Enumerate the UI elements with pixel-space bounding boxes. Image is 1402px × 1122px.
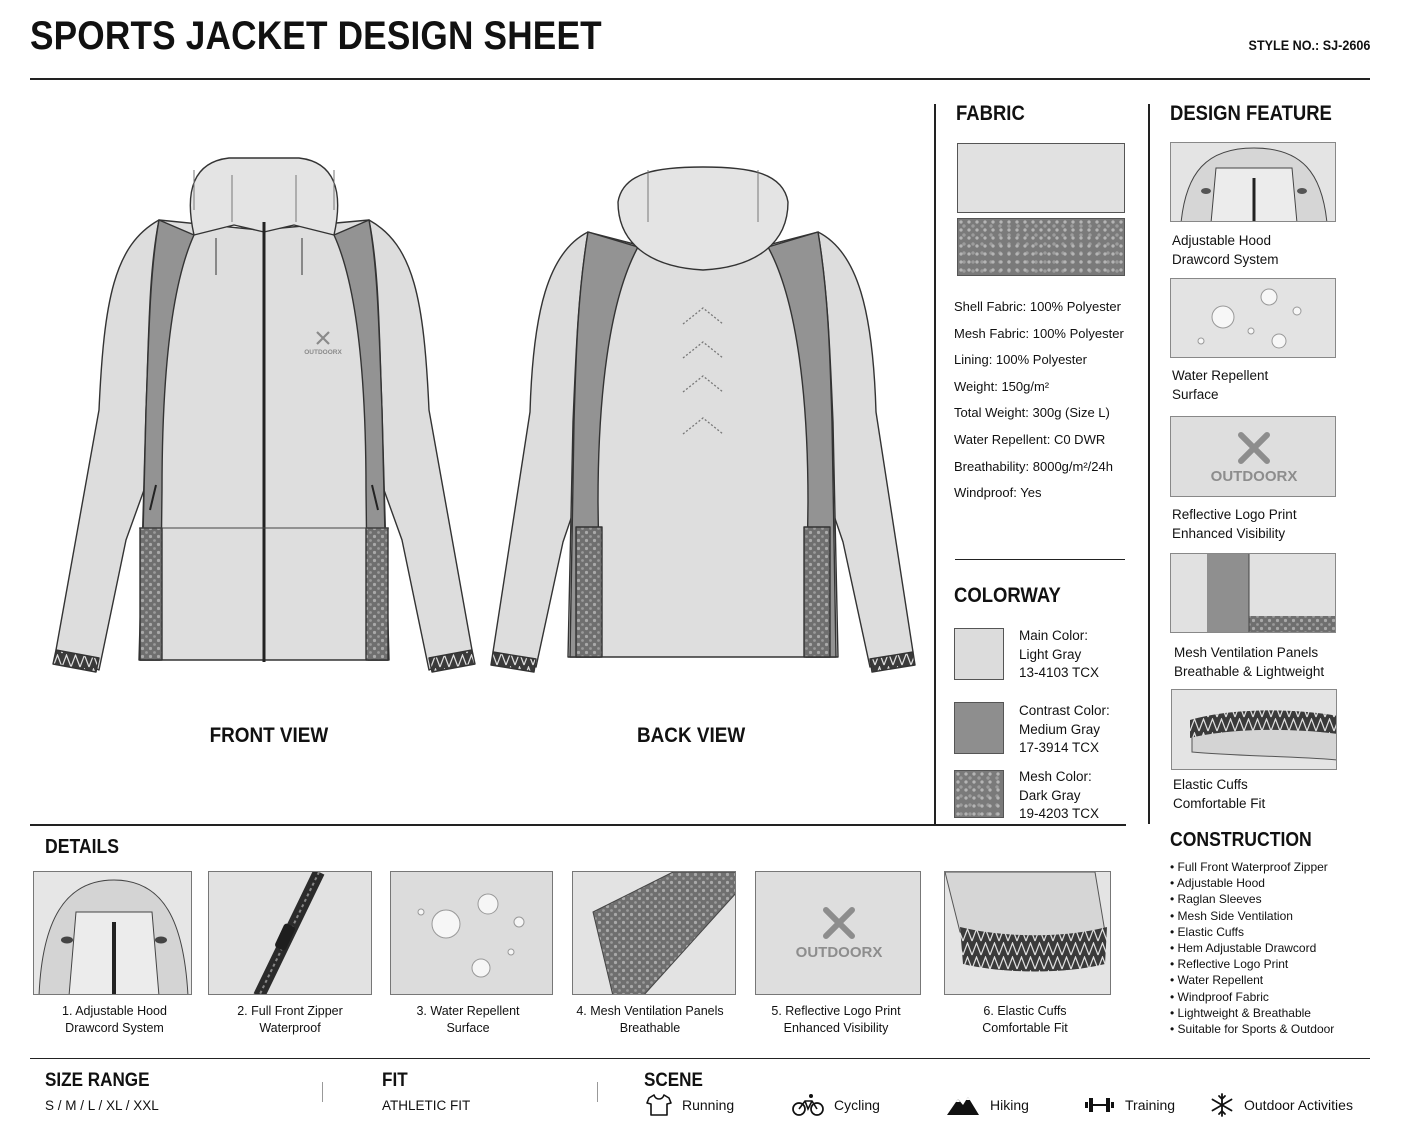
back-view-illustration xyxy=(490,166,916,673)
scene-label: Training xyxy=(1125,1097,1176,1113)
feature-logo-text: OUTDOORX xyxy=(1211,468,1298,485)
size-range-value: S / M / L / XL / XXL xyxy=(45,1098,159,1113)
contrast-color-text: Contrast Color: Medium Gray 17-3914 TCX xyxy=(1019,703,1110,755)
scene-title: SCENE xyxy=(644,1070,703,1091)
scene-label: Cycling xyxy=(834,1097,880,1113)
mesh-color-text: Mesh Color: Dark Gray 19-4203 TCX xyxy=(1019,769,1100,821)
construction-item: • Hem Adjustable Drawcord xyxy=(1170,941,1317,956)
detail-logo-image: OUTDOORX xyxy=(755,871,921,995)
fabric-spec: Lining: 100% Polyester xyxy=(954,352,1087,368)
tshirt-icon xyxy=(646,1094,672,1116)
shell-fabric-swatch xyxy=(957,143,1125,213)
feature-cuff-caption: Elastic Cuffs Comfortable Fit xyxy=(1173,777,1266,811)
bicycle-icon xyxy=(792,1094,824,1116)
construction-item: • Lightweight & Breathable xyxy=(1170,1005,1311,1020)
fabric-spec: Water Repellent: C0 DWR xyxy=(954,431,1106,447)
mesh-color-swatch xyxy=(954,770,1004,818)
fabric-spec-list: Shell Fabric: 100% Polyester Mesh Fabric… xyxy=(954,294,1134,507)
style-number: STYLE NO.: SJ-2606 xyxy=(1248,37,1370,53)
detail-logo-text: OUTDOORX xyxy=(796,944,883,961)
fit-title: FIT xyxy=(382,1070,408,1091)
construction-item: • Full Front Waterproof Zipper xyxy=(1170,860,1328,874)
colorway-title: COLORWAY xyxy=(954,584,1061,607)
front-view-illustration: OUTDOORX xyxy=(52,157,476,673)
fabric-spec: Weight: 150g/m² xyxy=(954,378,1050,394)
feature-mesh-image xyxy=(1170,553,1336,633)
chest-logo-text: OUTDOORX xyxy=(304,349,342,356)
scene-hiking: Hiking xyxy=(946,1093,1029,1117)
scene-cycling: Cycling xyxy=(792,1093,880,1117)
fabric-column-divider xyxy=(934,104,936,824)
back-view-label: BACK VIEW xyxy=(637,724,746,747)
details-divider xyxy=(30,824,1126,826)
design-feature-title: DESIGN FEATURE xyxy=(1170,102,1332,125)
fabric-spec: Mesh Fabric: 100% Polyester xyxy=(954,325,1124,341)
detail-cuff-caption: 6. Elastic Cuffs Comfortable Fit xyxy=(982,1004,1068,1035)
bottom-separator xyxy=(597,1082,598,1102)
detail-mesh-image xyxy=(572,871,736,995)
scene-label: Outdoor Activities xyxy=(1244,1097,1353,1113)
fabric-spec: Breathability: 8000g/m²/24h xyxy=(954,458,1113,474)
details-title: DETAILS xyxy=(45,836,119,858)
fabric-title: FABRIC xyxy=(956,102,1025,125)
detail-zipper-image xyxy=(208,871,372,995)
construction-item: • Raglan Sleeves xyxy=(1170,892,1262,907)
size-range-title: SIZE RANGE xyxy=(45,1070,150,1091)
construction-item: • Mesh Side Ventilation xyxy=(1170,908,1293,923)
construction-item: • Suitable for Sports & Outdoor xyxy=(1170,1022,1335,1037)
feature-water-image xyxy=(1170,278,1336,358)
fabric-spec: Total Weight: 300g (Size L) xyxy=(954,405,1110,421)
scene-outdoor: Outdoor Activities xyxy=(1210,1093,1353,1117)
feature-hood-caption: Adjustable Hood Drawcord System xyxy=(1172,233,1279,267)
scene-label: Running xyxy=(682,1097,735,1113)
detail-water-image xyxy=(390,871,553,995)
scene-label: Hiking xyxy=(990,1097,1029,1113)
scene-training: Training xyxy=(1084,1093,1175,1117)
construction-list: • Full Front Waterproof Zipper • Adjusta… xyxy=(1170,859,1334,1037)
mountain-icon xyxy=(947,1097,979,1115)
construction-title: CONSTRUCTION xyxy=(1170,829,1312,851)
fabric-colorway-divider xyxy=(955,559,1125,560)
front-view-label: FRONT VIEW xyxy=(209,724,329,747)
feature-hood-image xyxy=(1170,142,1336,222)
bottom-separator xyxy=(322,1082,323,1102)
mesh-fabric-swatch xyxy=(957,218,1125,276)
detail-mesh-caption: 4. Mesh Ventilation Panels Breathable xyxy=(576,1004,724,1035)
feature-mesh-caption: Mesh Ventilation Panels Breathable & Lig… xyxy=(1174,645,1325,679)
fit-value: ATHLETIC FIT xyxy=(382,1098,471,1113)
scene-running: Running xyxy=(646,1093,734,1117)
fabric-spec: Windproof: Yes xyxy=(954,485,1042,501)
detail-cuff-image xyxy=(944,871,1111,995)
feature-column-divider xyxy=(1148,104,1150,824)
header-divider xyxy=(30,78,1370,80)
detail-logo-caption: 5. Reflective Logo Print Enhanced Visibi… xyxy=(771,1004,901,1035)
feature-logo-caption: Reflective Logo Print Enhanced Visibilit… xyxy=(1172,507,1297,541)
detail-water-caption: 3. Water Repellent Surface xyxy=(416,1004,520,1035)
main-color-swatch xyxy=(954,628,1004,680)
snowflake-icon xyxy=(1211,1093,1233,1117)
bottom-divider xyxy=(30,1058,1370,1059)
detail-zipper-caption: 2. Full Front Zipper Waterproof xyxy=(237,1004,343,1035)
page-title: SPORTS JACKET DESIGN SHEET xyxy=(30,14,602,58)
construction-item: • Elastic Cuffs xyxy=(1170,924,1245,939)
main-color-text: Main Color: Light Gray 13-4103 TCX xyxy=(1019,628,1100,680)
feature-water-caption: Water Repellent Surface xyxy=(1172,368,1269,402)
feature-cuff-image xyxy=(1171,689,1337,770)
construction-item: • Reflective Logo Print xyxy=(1170,957,1289,972)
construction-item: • Water Repellent xyxy=(1170,973,1264,988)
feature-logo-image: OUTDOORX xyxy=(1170,416,1336,497)
detail-hood-image xyxy=(33,871,192,995)
fabric-spec: Shell Fabric: 100% Polyester xyxy=(954,299,1121,314)
detail-hood-caption: 1. Adjustable Hood Drawcord System xyxy=(62,1004,167,1035)
contrast-color-swatch xyxy=(954,702,1004,754)
dumbbell-icon xyxy=(1085,1098,1114,1112)
construction-item: • Windproof Fabric xyxy=(1170,989,1269,1004)
construction-item: • Adjustable Hood xyxy=(1170,876,1265,891)
